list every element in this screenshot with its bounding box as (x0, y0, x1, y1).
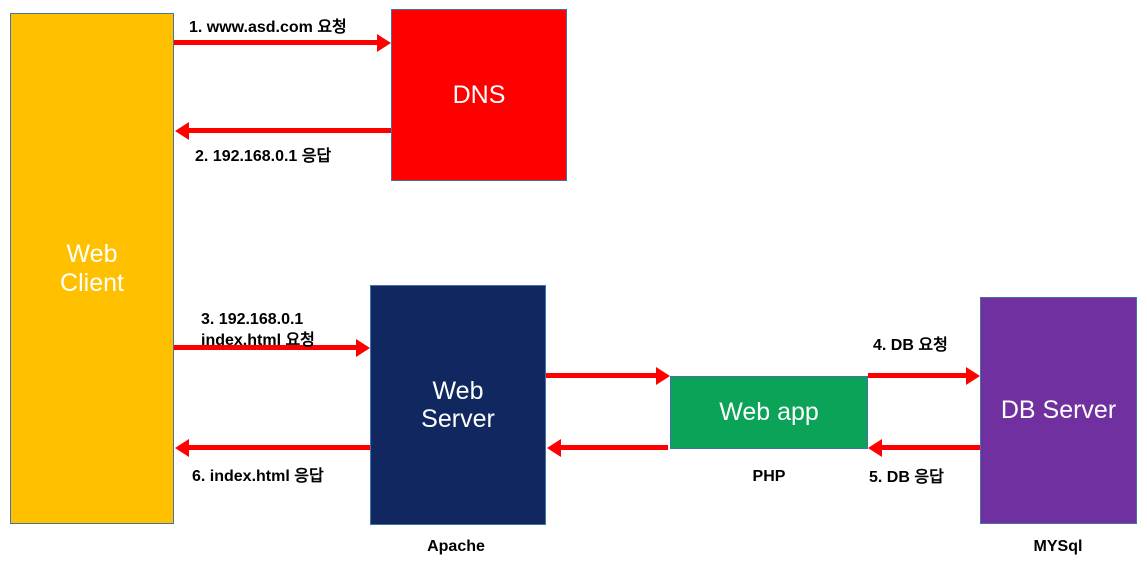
arrow-web-app-to-db-server (868, 373, 967, 378)
arrow-label-step-4: 4. DB 요청 (873, 337, 948, 354)
arrow-label-step-6: 6. index.html 응답 (192, 468, 324, 485)
node-web-client: Web Client (10, 13, 174, 524)
node-web-server: Web Server (370, 285, 546, 525)
arrow-label-step-3: 3. 192.168.0.1 index.html 요청 (201, 311, 315, 349)
arrow-label-step-1: 1. www.asd.com 요청 (189, 19, 347, 36)
arrow-label-step-5: 5. DB 응답 (869, 469, 944, 486)
arrow-dns-to-web-client (188, 128, 391, 133)
arrow-db-server-to-web-app (881, 445, 980, 450)
arrow-label-step-2: 2. 192.168.0.1 응답 (195, 148, 332, 165)
node-db-server: DB Server (980, 297, 1137, 524)
arrow-web-client-to-web-server (174, 345, 357, 350)
arrow-web-client-to-dns (174, 40, 378, 45)
node-web-app: Web app (670, 376, 868, 449)
caption-apache: Apache (427, 538, 485, 555)
caption-php: PHP (752, 468, 786, 485)
node-dns: DNS (391, 9, 567, 181)
arrow-web-server-to-web-client (188, 445, 370, 450)
arrow-web-server-to-web-app (546, 373, 657, 378)
caption-mysql: MYSql (1033, 538, 1083, 555)
arrow-web-app-to-web-server (560, 445, 668, 450)
